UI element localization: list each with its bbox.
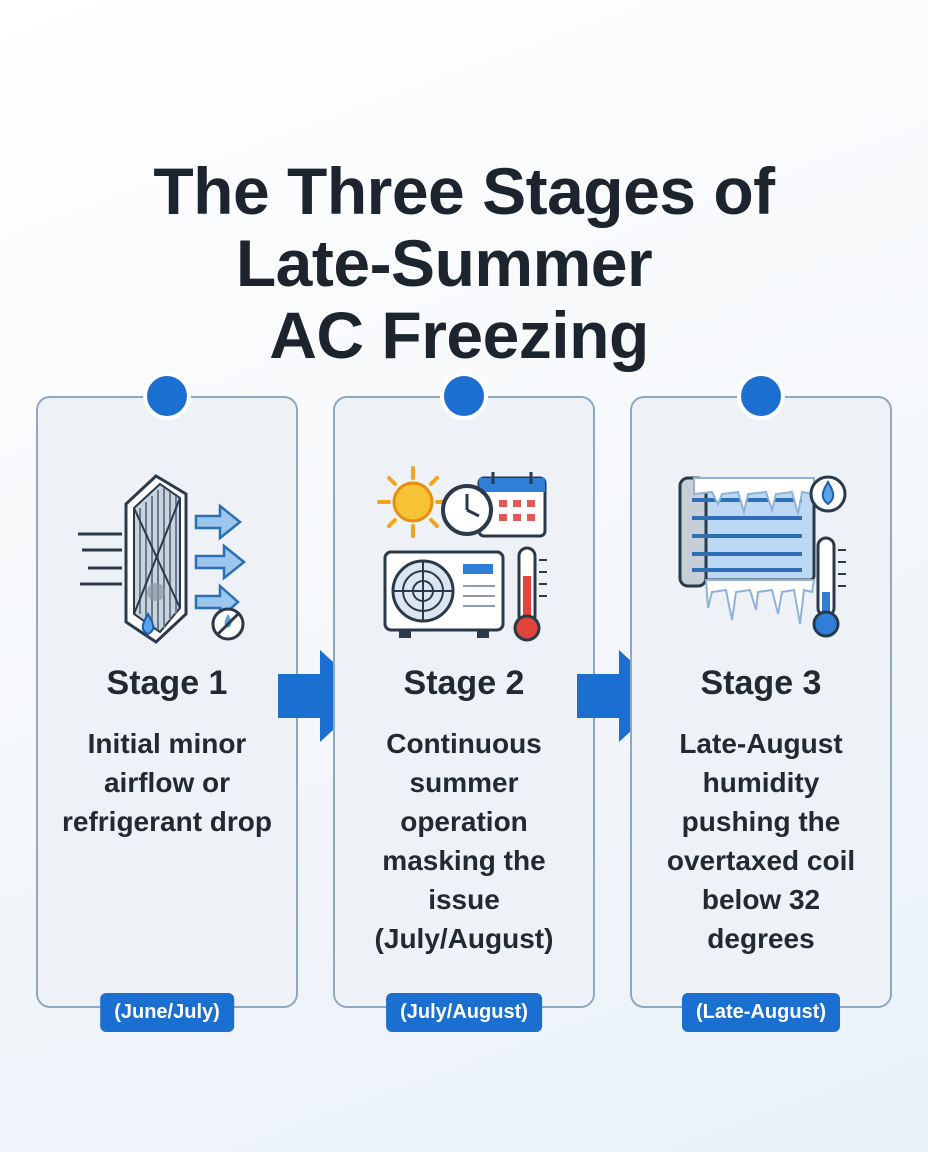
sun-icon (377, 466, 449, 538)
stage-3-period-badge: (Late-August) (682, 993, 840, 1032)
title-line-2: Late-Summer (235, 226, 653, 301)
stage-1-marker-dot (147, 376, 187, 416)
calendar-icon (477, 472, 547, 538)
stage-3-title: Stage 3 (700, 664, 822, 702)
page-title: The Three Stages of Late-Summer AC Freez… (0, 154, 928, 373)
water-drop-icon (141, 612, 155, 636)
title-line-3: AC Freezing (269, 298, 649, 373)
stage-3-description: Late-August humidity pushing the overtax… (666, 728, 856, 954)
stage-2-marker-dot (444, 376, 484, 416)
stage-3-card: Stage 3 Late-August humidity pushing the… (630, 376, 892, 1032)
stage-2-title: Stage 2 (403, 664, 525, 702)
airflow-arrows-icon (78, 532, 122, 586)
right-arrow-icon (278, 650, 370, 742)
stage-2-description: Continuous summer operation masking the … (374, 728, 554, 954)
no-water-icon (211, 607, 245, 641)
stage-1-title: Stage 1 (106, 664, 228, 702)
thermometer-cold-icon (812, 536, 846, 638)
humidity-drop-icon (809, 475, 847, 513)
stage-3-marker-dot (741, 376, 781, 416)
clock-icon (441, 484, 493, 536)
summer-operation-illustration (377, 466, 547, 642)
thermometer-hot-icon (513, 546, 547, 642)
stage-2-card: Stage 2 Continuous summer operation mask… (333, 376, 595, 1032)
frozen-coil-illustration (678, 475, 847, 638)
right-arrow-icon (577, 650, 669, 742)
frozen-coil-icon (678, 476, 816, 625)
stage-2-period-badge: (July/August) (386, 993, 542, 1032)
stage-1-card: Stage 1 Initial minor airflow or refrige… (36, 376, 298, 1032)
stage-1-period-badge: (June/July) (100, 993, 234, 1032)
ac-unit-icon (383, 550, 505, 638)
air-filter-illustration (78, 474, 247, 644)
air-filter-icon (124, 474, 188, 644)
stage-1-description: Initial minor airflow or refrigerant dro… (61, 728, 273, 837)
title-line-1: The Three Stages of (153, 154, 775, 229)
